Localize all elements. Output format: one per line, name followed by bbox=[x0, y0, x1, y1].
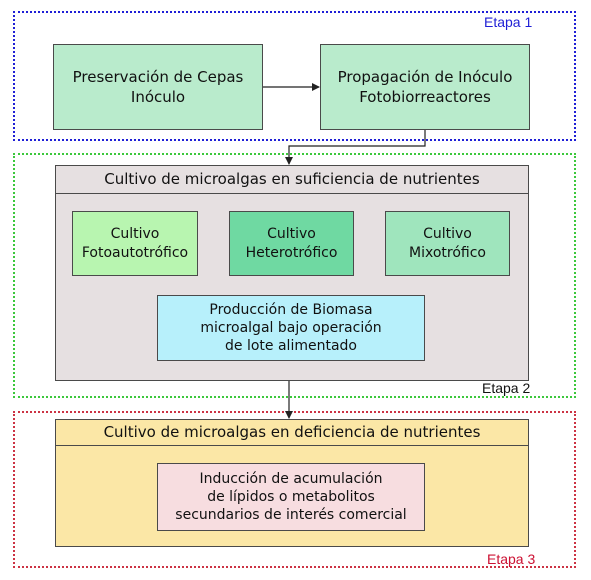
biomass-line-3: de lote alimentado bbox=[225, 338, 357, 355]
stage-3-label: Etapa 3 bbox=[487, 551, 536, 567]
heterotrophic-line-2: Heterotrófico bbox=[245, 244, 338, 261]
mixotrophic-box: Cultivo Mixotrófico bbox=[385, 211, 510, 276]
stage-3-frame bbox=[13, 411, 576, 568]
arrow-propagation-to-sufficiency bbox=[285, 130, 426, 165]
stage-1-label: Etapa 1 bbox=[484, 14, 533, 30]
induction-line-3: secundarios de interés comercial bbox=[175, 507, 407, 524]
stage-1-frame bbox=[13, 11, 576, 141]
biomass-line-2: microalgal bajo operación bbox=[200, 319, 382, 336]
deficiency-panel-title: Cultivo de microalgas en deficiencia de … bbox=[56, 420, 528, 446]
heterotrophic-line-1: Cultivo bbox=[267, 225, 316, 242]
photoautotrophic-line-2: Fotoautotrófico bbox=[81, 244, 189, 261]
induction-line-1: Inducción de acumulación bbox=[199, 470, 383, 487]
mixotrophic-line-1: Cultivo bbox=[423, 225, 472, 242]
photoautotrophic-line-1: Cultivo bbox=[110, 225, 160, 242]
preservation-box: Preservación de Cepas Inóculo bbox=[53, 44, 263, 130]
induction-box: Inducción de acumulación de lípidos o me… bbox=[157, 463, 425, 531]
preservation-line-2: Inóculo bbox=[130, 88, 186, 106]
propagation-line-1: Propagación de Inóculo bbox=[337, 67, 513, 86]
biomass-line-1: Producción de Biomasa bbox=[209, 301, 373, 318]
preservation-line-1: Preservación de Cepas bbox=[72, 67, 244, 86]
stage-2-label: Etapa 2 bbox=[482, 380, 531, 396]
propagation-line-2: Fotobiorreactores bbox=[359, 88, 491, 106]
photoautotrophic-box: Cultivo Fotoautotrófico bbox=[72, 211, 198, 276]
sufficiency-panel-title: Cultivo de microalgas en suficiencia de … bbox=[56, 166, 528, 194]
propagation-box: Propagación de Inóculo Fotobiorreactores bbox=[320, 44, 530, 130]
stage-2-frame bbox=[13, 153, 576, 398]
induction-line-2: de lípidos o metabolitos bbox=[207, 488, 375, 505]
mixotrophic-line-2: Mixotrófico bbox=[409, 244, 486, 261]
biomass-production-box: Producción de Biomasa microalgal bajo op… bbox=[157, 295, 425, 361]
heterotrophic-box: Cultivo Heterotrófico bbox=[229, 211, 354, 276]
